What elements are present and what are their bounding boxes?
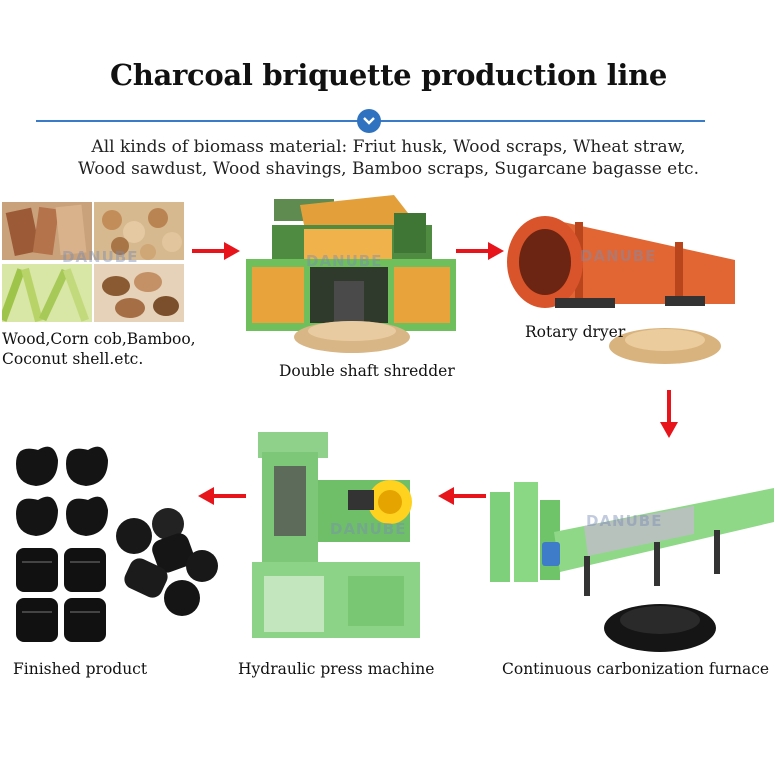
page-title: Charcoal briquette production line xyxy=(109,58,668,92)
raw-caption-line-1: Wood,Corn cob,Bamboo, xyxy=(2,330,196,348)
shredder-caption: Double shaft shredder xyxy=(279,362,455,380)
raw-caption-line-2: Coconut shell.etc. xyxy=(2,350,144,368)
arrow-down-icon xyxy=(660,390,678,438)
arrow-left-icon xyxy=(438,487,486,505)
rotary-dryer-photo xyxy=(507,216,735,364)
press-machine-photo xyxy=(252,432,420,638)
materials-description: All kinds of biomass material: Friut hus… xyxy=(0,136,777,180)
shredder-photo xyxy=(246,195,456,353)
carbonization-furnace-photo xyxy=(490,482,774,652)
dryer-caption: Rotary dryer xyxy=(525,323,626,341)
watermark-shredder: DANUBE xyxy=(306,252,383,270)
materials-line-1: All kinds of biomass material: Friut hus… xyxy=(91,137,686,157)
arrow-left-icon xyxy=(198,487,246,505)
raw-materials-photo xyxy=(2,202,184,322)
arrow-right-icon xyxy=(456,242,504,260)
materials-line-2: Wood sawdust, Wood shavings, Bamboo scra… xyxy=(78,159,699,179)
watermark-press: DANUBE xyxy=(330,520,407,538)
finished-product-photo xyxy=(16,446,218,642)
watermark-raw: DANUBE xyxy=(62,248,139,266)
watermark-furnace: DANUBE xyxy=(586,512,663,530)
watermark-dryer: DANUBE xyxy=(580,247,657,265)
chevron-down-icon xyxy=(357,109,381,133)
press-caption: Hydraulic press machine xyxy=(238,660,435,678)
finished-caption: Finished product xyxy=(13,660,148,678)
furnace-caption: Continuous carbonization furnace xyxy=(502,660,770,678)
arrow-right-icon xyxy=(192,242,240,260)
raw-materials-caption: Wood,Corn cob,Bamboo, Coconut shell.etc. xyxy=(2,329,196,369)
